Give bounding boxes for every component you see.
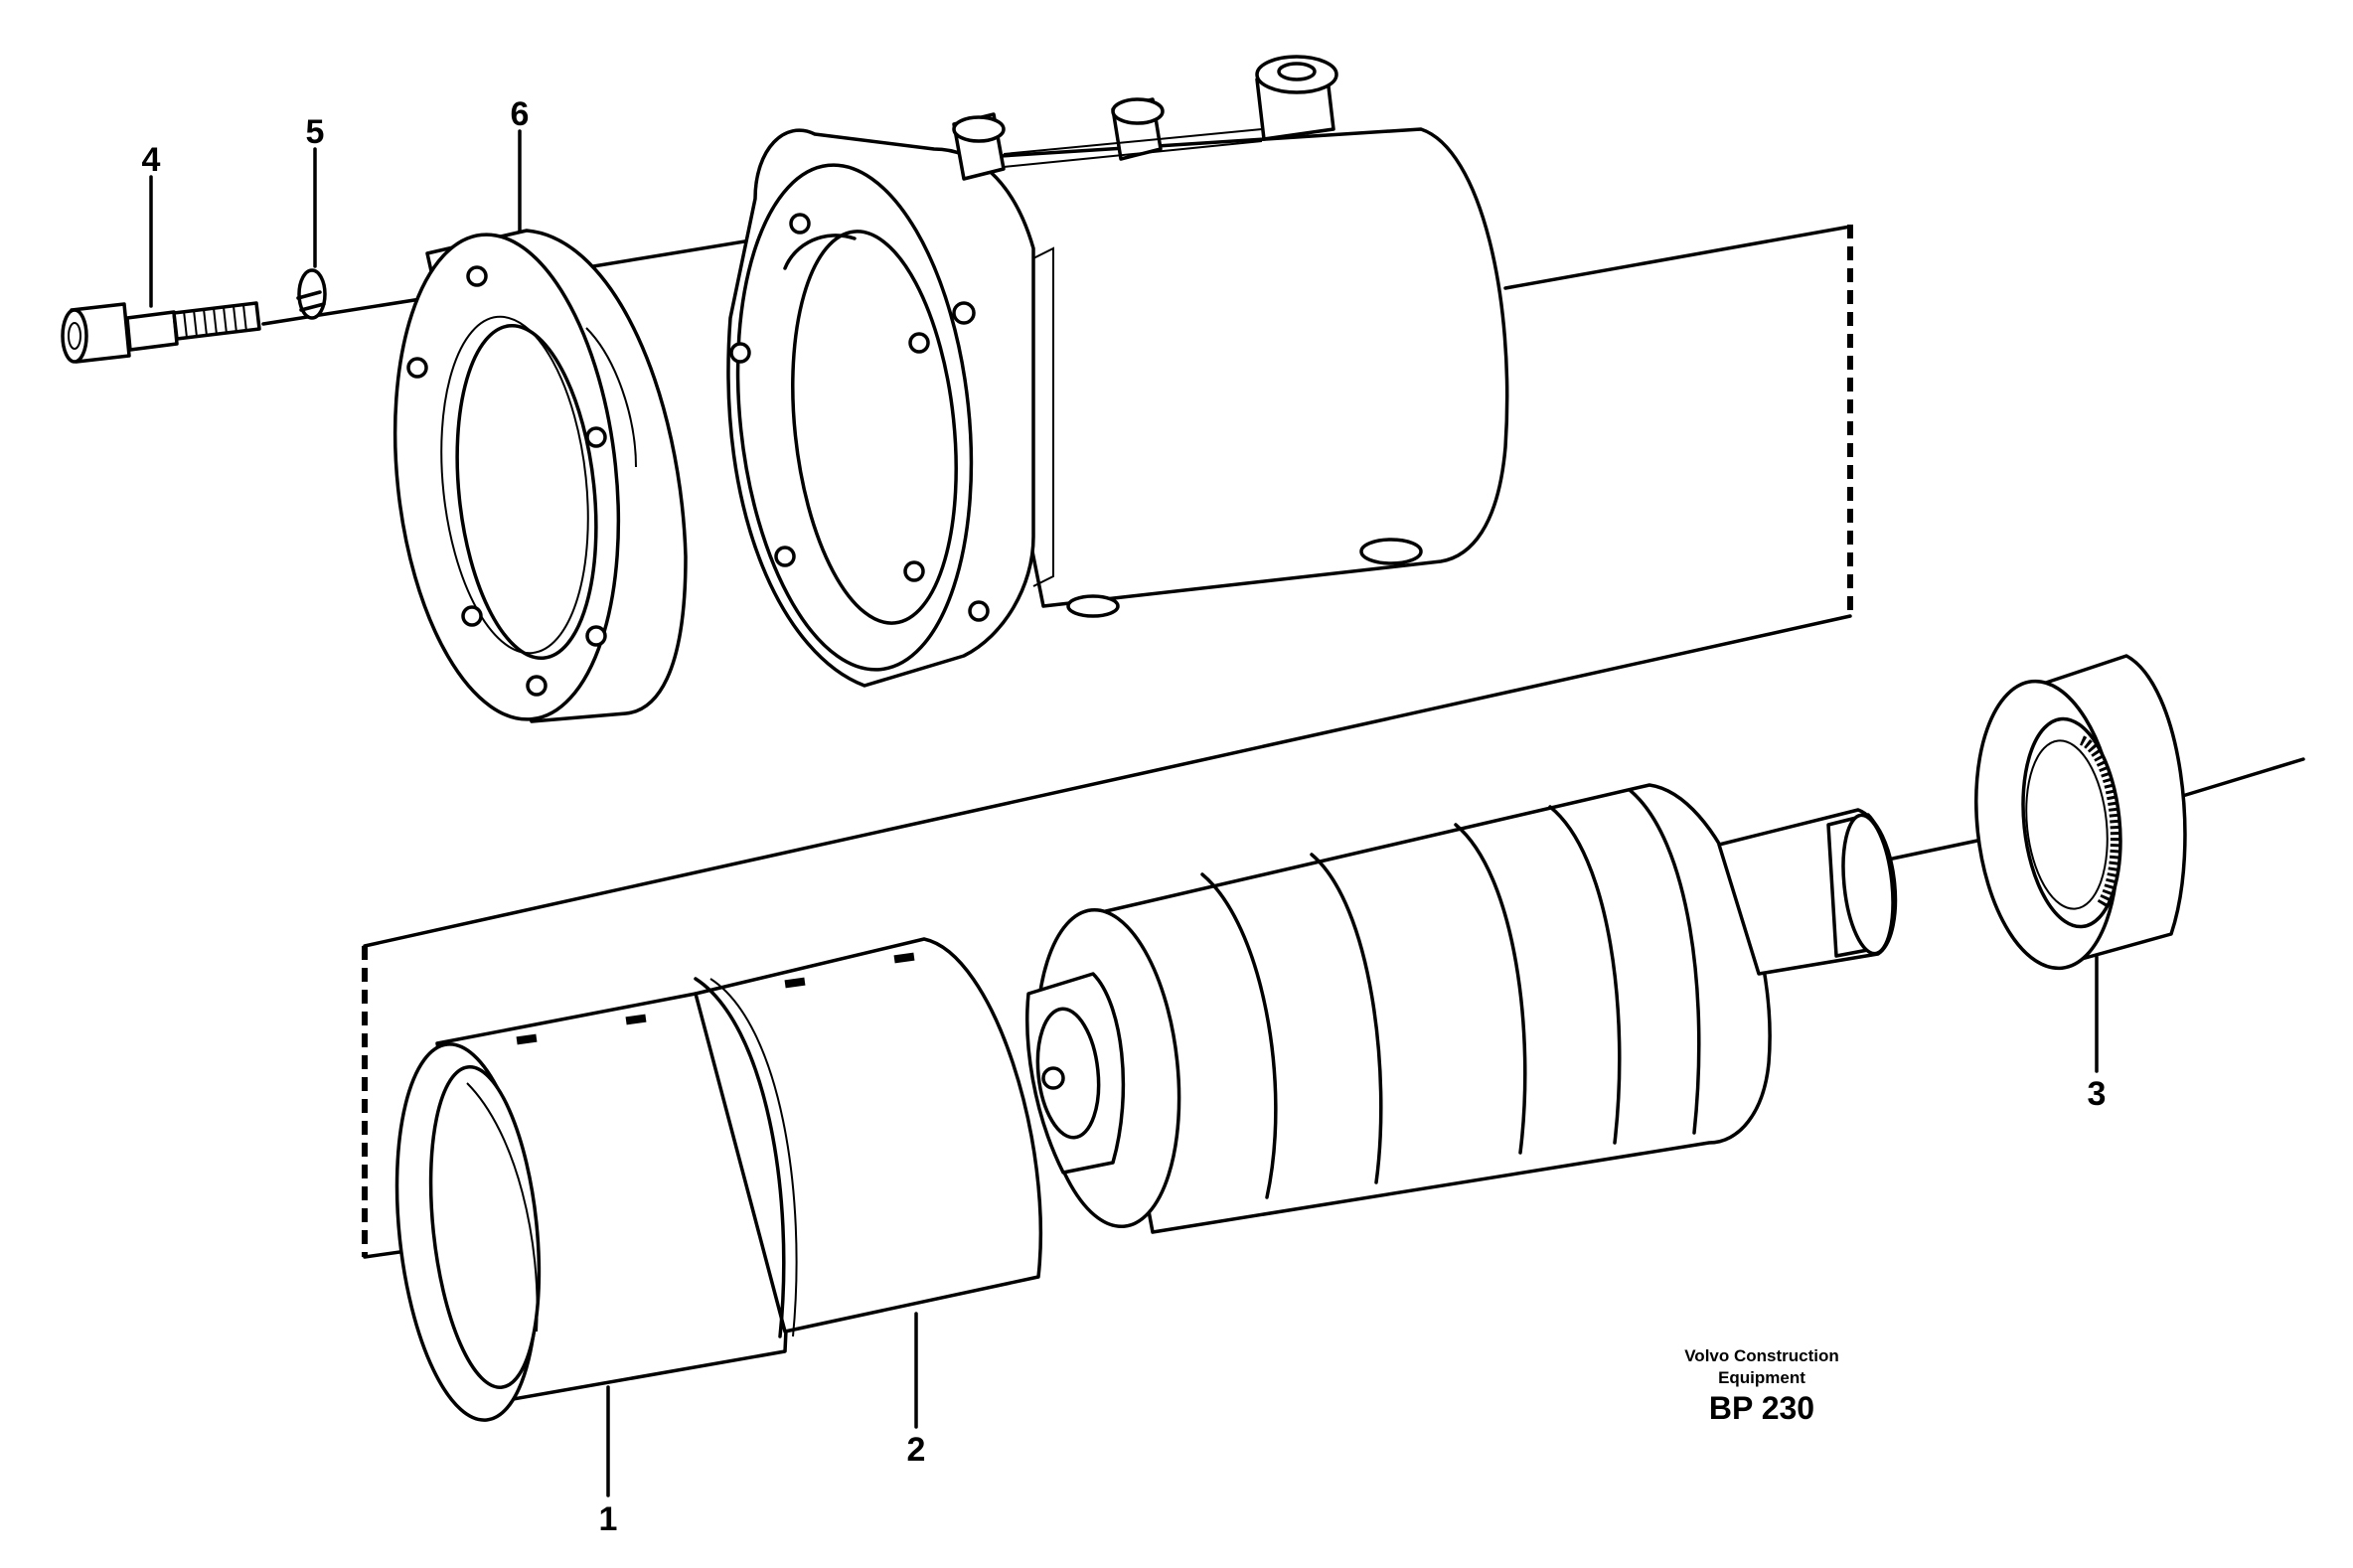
flange-ring bbox=[392, 229, 688, 723]
callout-4: 4 bbox=[142, 141, 161, 179]
callout-5: 5 bbox=[306, 113, 325, 151]
company-line-1: Volvo Construction bbox=[1684, 1346, 1839, 1365]
lower-guide-line bbox=[363, 614, 1852, 948]
piston-shaft bbox=[1025, 783, 1898, 1234]
cap-screw bbox=[61, 301, 261, 364]
callout-1: 1 bbox=[599, 1500, 618, 1538]
callout-2: 2 bbox=[907, 1431, 926, 1469]
lower-axis-segment-b bbox=[2164, 757, 2305, 803]
callout-6: 6 bbox=[511, 95, 530, 133]
cylinder-housing bbox=[726, 55, 1509, 688]
grooved-sleeve bbox=[694, 937, 1043, 1338]
leader-lines bbox=[149, 129, 2099, 1497]
sleeve bbox=[394, 992, 789, 1422]
callout-3: 3 bbox=[2088, 1075, 2107, 1113]
dashed-connector bbox=[362, 225, 1853, 1257]
company-line-2: Equipment bbox=[1718, 1368, 1805, 1387]
bearing-seal bbox=[1974, 654, 2187, 971]
figure-code: BP 230 bbox=[1709, 1390, 1814, 1426]
washer bbox=[296, 268, 327, 320]
lower-axis-segment-a bbox=[1886, 839, 1979, 862]
